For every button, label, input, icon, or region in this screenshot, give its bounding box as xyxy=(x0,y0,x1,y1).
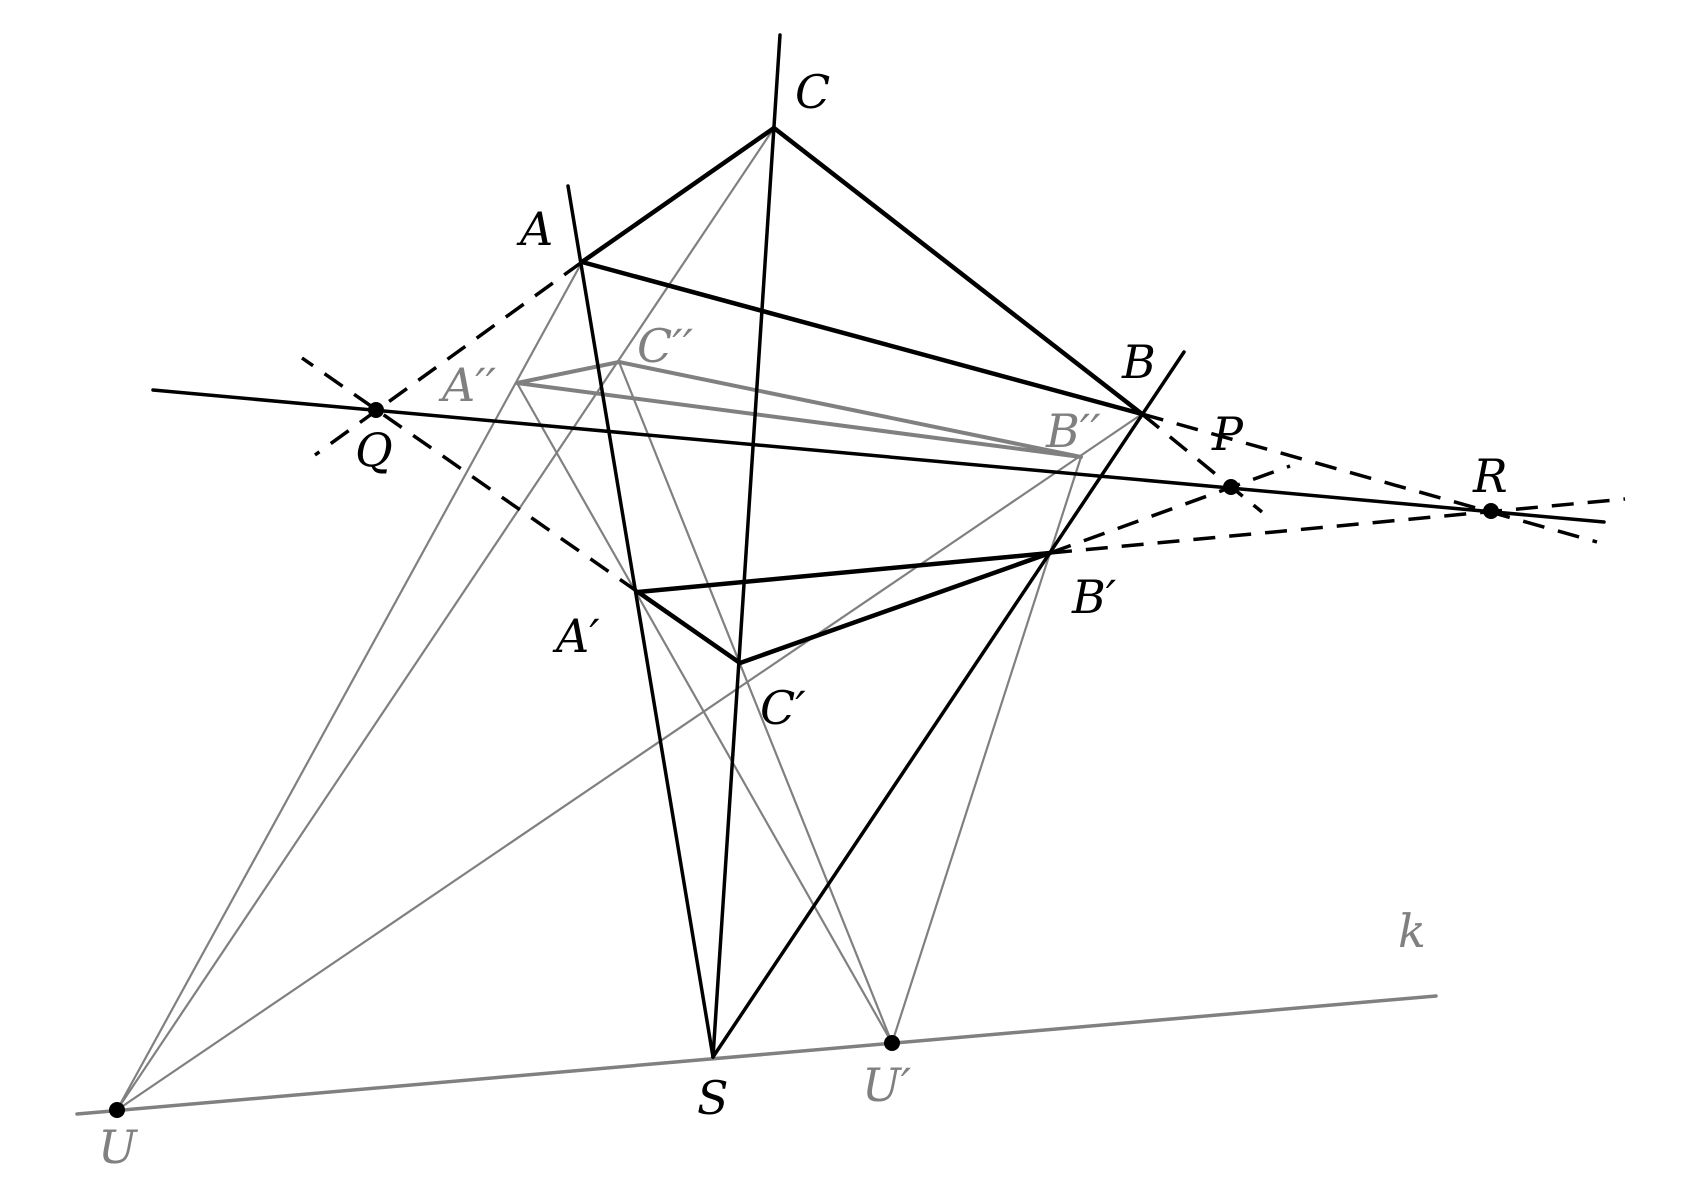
line-U1-C2 xyxy=(617,360,894,1045)
axis-line-QR xyxy=(151,388,1606,524)
ray-S-B xyxy=(711,350,1186,1059)
label-Q: Q xyxy=(355,423,393,477)
point-P xyxy=(1223,479,1239,495)
label-A1: A′ xyxy=(552,609,600,663)
label-P: P xyxy=(1211,407,1244,461)
marked-points xyxy=(109,402,1499,1118)
label-U: U xyxy=(98,1120,139,1174)
ray-S-C xyxy=(711,33,782,1059)
dash-B1-R xyxy=(1049,497,1626,555)
label-B1: B′ xyxy=(1071,570,1117,624)
line-U1-B2 xyxy=(890,455,1083,1045)
label-B2: B′′ xyxy=(1045,404,1101,458)
label-C: C xyxy=(795,65,830,119)
ray-S-A xyxy=(566,184,715,1059)
triangle-A2-B2-C2 xyxy=(515,360,1083,459)
line-U-C xyxy=(115,126,776,1112)
line-U-A xyxy=(115,260,584,1112)
label-A: A xyxy=(516,202,553,256)
dashed-extensions xyxy=(300,260,1626,594)
dash-B-P xyxy=(1140,412,1264,514)
label-U1: U′ xyxy=(862,1058,912,1112)
rays-through-S xyxy=(566,33,1186,1059)
line-U1-A2 xyxy=(515,381,894,1045)
line-U-B xyxy=(115,412,1144,1112)
label-C2: C′′ xyxy=(637,319,694,373)
dash-A1-Q xyxy=(300,356,640,594)
dash-A-Q xyxy=(313,260,584,457)
triangle-A1-B1-C1 xyxy=(635,550,1053,666)
label-B: B xyxy=(1121,335,1156,389)
label-A2: A′′ xyxy=(438,358,497,412)
label-k: k xyxy=(1398,904,1426,958)
triangle-A-B-C xyxy=(579,125,1145,417)
point-R xyxy=(1483,503,1499,519)
label-S: S xyxy=(697,1071,729,1125)
construction-lines-thin xyxy=(115,126,1144,1112)
line-k xyxy=(75,994,1438,1116)
point-U xyxy=(109,1102,125,1118)
point-Q xyxy=(368,402,384,418)
dash-B-R xyxy=(1141,412,1598,544)
label-C1: C′ xyxy=(760,681,806,735)
point-U1 xyxy=(884,1035,900,1051)
label-R: R xyxy=(1472,449,1508,503)
dash-B1-P xyxy=(1049,464,1291,555)
